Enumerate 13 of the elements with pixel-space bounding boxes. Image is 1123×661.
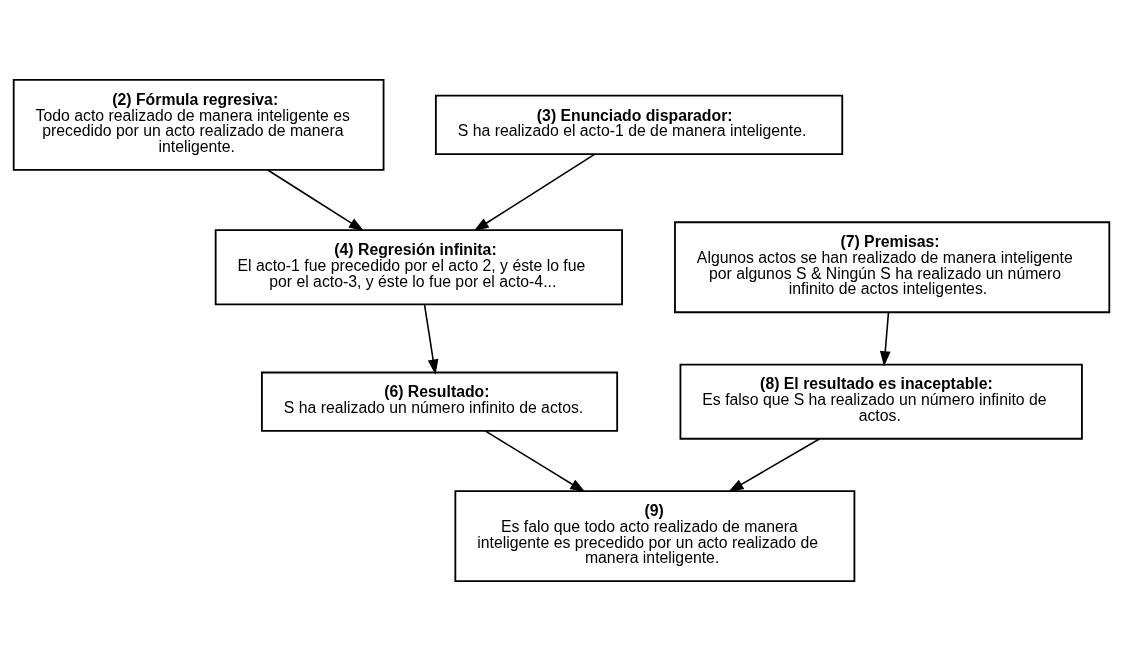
arrow <box>473 153 596 232</box>
node-box: (2) Fórmula regresiva: Todo acto realizado de manera inteligente es precedido por un acto realizado de manera inteligente. <box>12 78 385 171</box>
arrow <box>728 438 821 493</box>
arrow <box>879 311 891 367</box>
arrow <box>423 303 439 375</box>
node-box: (6) Resultado: S ha realizado un número infinito de actos. <box>261 371 619 432</box>
node-box: (9) Es falo que todo acto realizado de manera inteligente es precedido por un acto realizado de manera inteligente. <box>454 490 856 583</box>
arrow <box>484 430 586 493</box>
node-box: (7) Premisas: Algunos actos se han realizado de manera inteligente por algunos S & Ningún S ha realizado un número infinito de actos inteligentes. <box>674 221 1111 314</box>
node-box: (4) Regresión infinita: El acto-1 fue precedido por el acto 2, y éste lo fue por el acto-3, y éste lo fue por el acto-4... <box>214 229 623 306</box>
node-box: (8) El resultado es inaceptable: Es falso que S ha realizado un número infinito de actos. <box>679 363 1083 440</box>
node-box: (3) Enunciado disparador: S ha realizado el acto-1 de de manera inteligente. <box>434 94 844 155</box>
arrow <box>266 169 365 232</box>
